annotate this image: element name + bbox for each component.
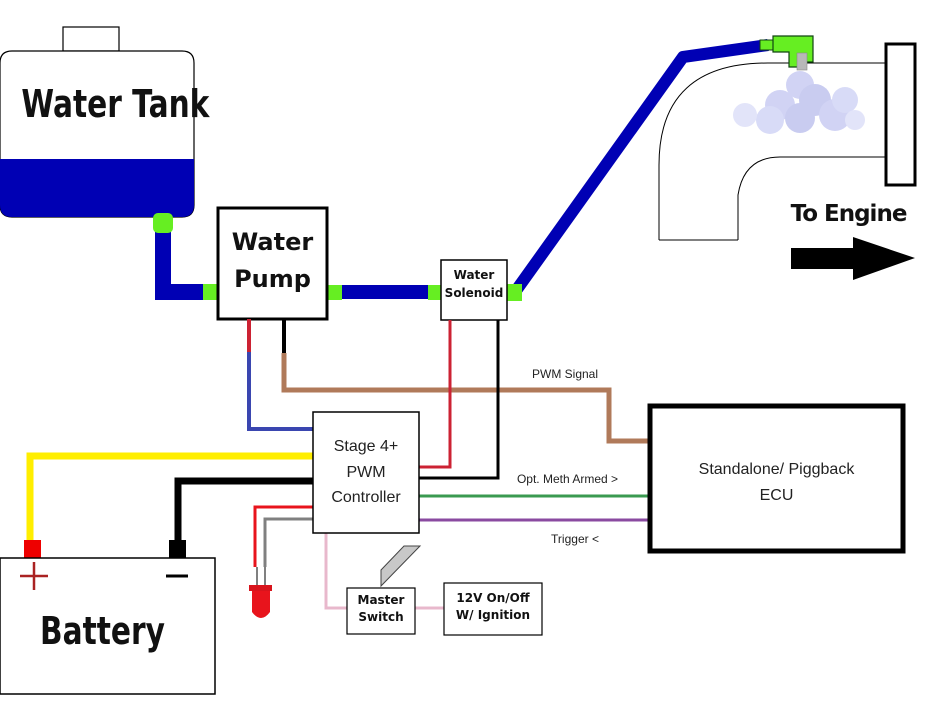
ignition-label-2: W/ Ignition <box>455 608 531 622</box>
ecu-label-1: Standalone/ Piggback <box>698 461 855 478</box>
pump-outlet-fitting <box>328 285 342 300</box>
to-engine-arrow <box>791 237 915 280</box>
water-tank[interactable] <box>0 26 195 218</box>
water-solenoid-box[interactable] <box>440 259 508 321</box>
power-wire <box>26 452 315 543</box>
ignition-label-1: 12V On/Off <box>456 591 530 605</box>
water-pump-label-2: Pump <box>234 265 311 293</box>
water-solenoid-label-2: Solenoid <box>444 286 504 300</box>
battery-label: Battery <box>40 609 165 653</box>
fittings <box>153 213 522 301</box>
controller-label-2: PWM <box>346 464 386 481</box>
water-tank-label: Water Tank <box>21 82 210 126</box>
led-indicator <box>249 585 272 618</box>
ecu-box[interactable] <box>647 403 906 554</box>
water-pump-box[interactable] <box>216 206 329 321</box>
battery-negative-terminal <box>169 540 186 558</box>
switch-toggle[interactable] <box>380 545 422 588</box>
pwm-signal-wire <box>281 353 652 444</box>
switch-wire <box>324 532 347 610</box>
tank-to-pump-line <box>155 226 210 300</box>
ignition-box[interactable] <box>443 582 543 636</box>
pwm-controller-box[interactable] <box>312 411 420 534</box>
intake-pipe <box>658 42 917 241</box>
ecu-label-2: ECU <box>759 487 794 504</box>
tank-cap <box>62 26 120 52</box>
led-red-wire <box>253 505 313 567</box>
solenoid-to-nozzle-line <box>510 39 769 296</box>
to-engine-label: To Engine <box>790 201 908 227</box>
injection-nozzle[interactable] <box>759 35 814 71</box>
water-lines <box>155 39 769 300</box>
led-gray-wire <box>263 517 313 567</box>
spray-cloud <box>733 71 865 134</box>
trigger-label: Trigger < <box>551 532 599 546</box>
water-pump-label-1: Water <box>231 228 314 256</box>
solenoid-positive-wire <box>419 320 452 469</box>
tank-fitting <box>153 213 173 233</box>
pwm-signal-label: PWM Signal <box>531 367 599 381</box>
meth-armed-label: Opt. Meth Armed > <box>516 472 619 486</box>
master-switch-label-1: Master <box>357 593 405 607</box>
master-switch-box[interactable] <box>346 587 416 635</box>
battery-box[interactable] <box>0 557 216 695</box>
master-switch-label-2: Switch <box>358 610 404 624</box>
solenoid-ground-wire <box>419 320 500 480</box>
controller-label-3: Controller <box>331 489 401 506</box>
pump-wires <box>247 319 652 444</box>
battery-positive-terminal <box>24 540 41 558</box>
pump-inlet-fitting <box>203 284 218 300</box>
solenoid-outlet-fitting <box>506 284 522 301</box>
solenoid-inlet-fitting <box>428 285 442 300</box>
controller-label-1: Stage 4+ <box>333 438 399 455</box>
throttle-body <box>884 42 917 187</box>
tank-water-fill <box>0 159 194 217</box>
water-solenoid-label-1: Water <box>453 268 495 282</box>
ground-wire <box>174 477 315 543</box>
